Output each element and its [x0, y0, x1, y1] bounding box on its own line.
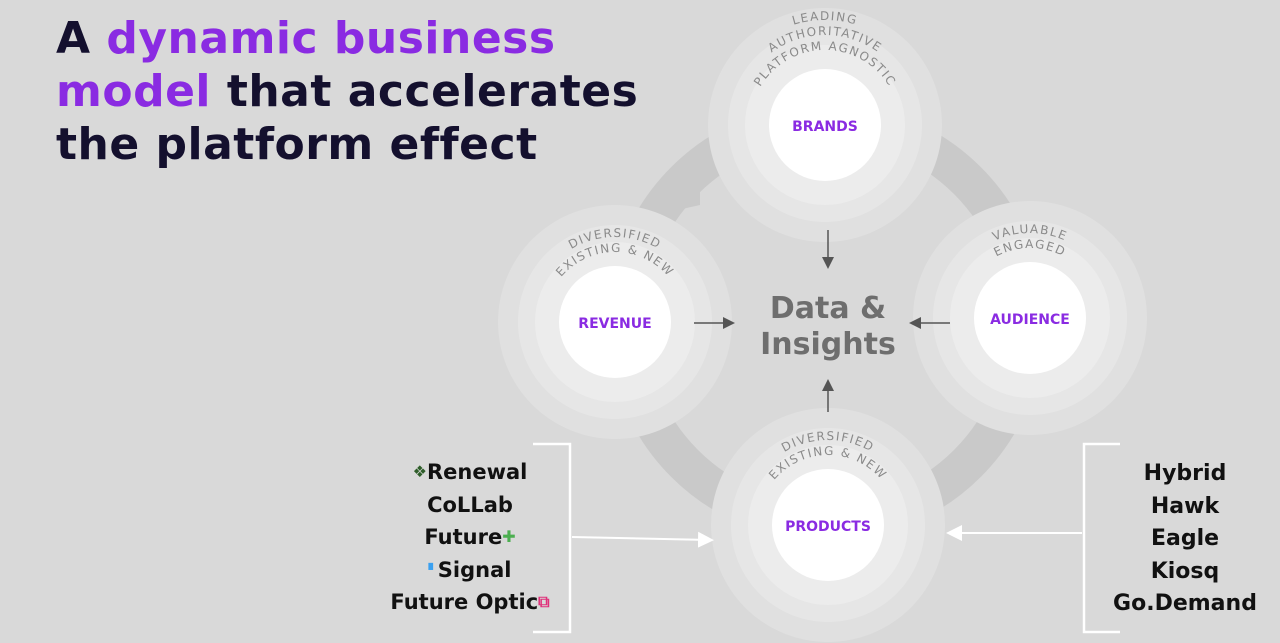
renewal-icon: ❖ — [412, 462, 427, 481]
title-accent: dynamic business — [106, 13, 556, 64]
center-title: Insights — [760, 327, 896, 362]
optic-icon: ⧉ — [538, 592, 550, 611]
product-item: Kiosq — [1150, 558, 1220, 584]
title-accent: model — [56, 66, 211, 117]
plus-icon: ✚ — [502, 527, 516, 546]
node-revenue — [498, 205, 732, 439]
logo-future-optic: Future Optic⧉ — [380, 586, 560, 619]
ring-label: VALUABLE — [990, 222, 1069, 244]
left-bracket — [533, 442, 572, 634]
right-bracket — [1082, 442, 1120, 634]
ring-label: LEADING — [791, 9, 860, 28]
arrow-icon — [571, 531, 714, 548]
brands-label: BRANDS — [792, 119, 858, 135]
product-list: Hybrid Hawk Eagle Kiosq Go.Demand — [1100, 458, 1270, 621]
node-audience — [913, 201, 1147, 435]
product-item: Eagle — [1150, 526, 1220, 551]
products-label: PRODUCTS — [785, 519, 871, 535]
node-brands — [708, 8, 942, 242]
logo-text: Signal — [437, 557, 512, 582]
logo-text: Future Optic — [390, 590, 539, 614]
revenue-label: REVENUE — [578, 316, 651, 332]
audience-label: AUDIENCE — [990, 312, 1070, 328]
node-products — [711, 408, 945, 642]
product-item: Go.Demand — [1113, 591, 1257, 616]
logo-text: Renewal — [426, 460, 528, 484]
product-item: Hawk — [1150, 493, 1220, 519]
center-title: Data & — [770, 291, 886, 326]
logo-signal: ▘Signal — [380, 554, 560, 587]
brand-logos-list: ❖Renewal CoLLab Future✚ ▘Signal Future O… — [380, 456, 560, 619]
product-item: Hybrid — [1143, 461, 1227, 486]
signal-icon: ▘ — [428, 562, 438, 577]
logo-future: Future✚ — [380, 521, 560, 554]
logo-text: Future — [424, 525, 503, 549]
title-text: the platform effect — [56, 119, 538, 170]
title-text: that accelerates — [211, 66, 639, 117]
title-text: A — [56, 13, 107, 64]
logo-text: CoLLab — [427, 492, 513, 517]
cycle-arrow-icon — [655, 150, 700, 215]
logo-renewal: ❖Renewal — [380, 456, 560, 489]
logo-collab: CoLLab — [380, 489, 560, 522]
